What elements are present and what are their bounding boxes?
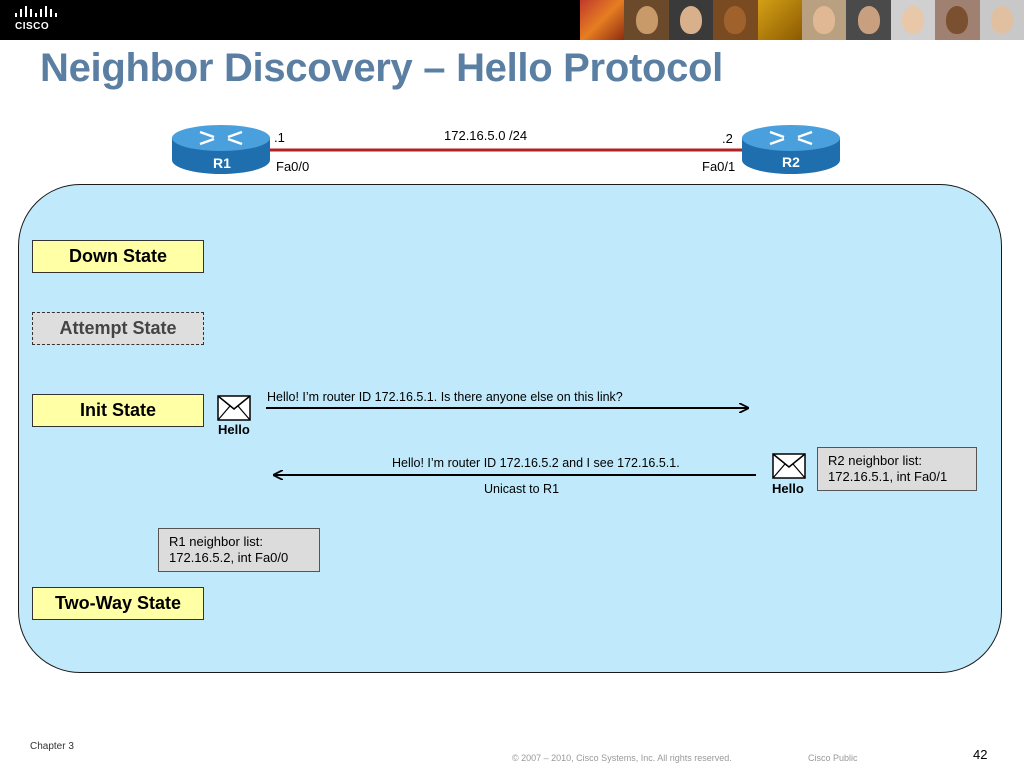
footer-chapter: Chapter 3 bbox=[30, 741, 74, 752]
r2-neighbor-list-entry: 172.16.5.1, int Fa0/1 bbox=[828, 469, 948, 484]
header-bar: CISCO bbox=[0, 0, 1024, 40]
hello-message-r2: Hello! I’m router ID 172.16.5.2 and I se… bbox=[392, 456, 680, 470]
state-attempt: Attempt State bbox=[32, 312, 204, 345]
hello-label-r2: Hello bbox=[772, 481, 804, 496]
photo-tile bbox=[757, 0, 803, 40]
r2-interface: Fa0/1 bbox=[702, 159, 736, 174]
router-r1-label: R1 bbox=[213, 155, 231, 171]
router-r2-icon bbox=[742, 125, 840, 174]
r1-neighbor-list: R1 neighbor list: 172.16.5.2, int Fa0/0 bbox=[158, 528, 320, 572]
envelope-icon bbox=[217, 395, 251, 421]
photo-tile bbox=[580, 0, 625, 40]
envelope-icon bbox=[772, 453, 806, 479]
router-r1-icon bbox=[172, 125, 270, 174]
hello-message-r1: Hello! I’m router ID 172.16.5.1. Is ther… bbox=[267, 390, 623, 404]
r2-neighbor-list-title: R2 neighbor list: bbox=[828, 453, 922, 468]
unicast-label: Unicast to R1 bbox=[484, 482, 560, 496]
logo-text: CISCO bbox=[15, 21, 50, 32]
r2-neighbor-list: R2 neighbor list: 172.16.5.1, int Fa0/1 bbox=[817, 447, 977, 491]
page-number: 42 bbox=[973, 747, 988, 762]
r2-host-address: .2 bbox=[722, 131, 733, 146]
photo-tile bbox=[624, 0, 669, 40]
footer-copyright: © 2007 – 2010, Cisco Systems, Inc. All r… bbox=[512, 753, 732, 763]
router-r2-label: R2 bbox=[782, 154, 800, 170]
state-init: Init State bbox=[32, 394, 204, 427]
page-title: Neighbor Discovery – Hello Protocol bbox=[40, 46, 723, 90]
photo-tile bbox=[668, 0, 714, 40]
hello-label-r1: Hello bbox=[218, 422, 250, 437]
r1-interface: Fa0/0 bbox=[276, 159, 310, 174]
photo-tile bbox=[846, 0, 891, 40]
network-address: 172.16.5.0 /24 bbox=[444, 128, 528, 143]
state-two-way: Two-Way State bbox=[32, 587, 204, 620]
photo-tile bbox=[890, 0, 936, 40]
r1-host-address: .1 bbox=[274, 130, 285, 145]
photo-tile bbox=[802, 0, 847, 40]
footer-classification: Cisco Public bbox=[808, 753, 858, 763]
photo-tile bbox=[979, 0, 1024, 40]
r1-neighbor-list-title: R1 neighbor list: bbox=[169, 534, 263, 549]
photo-tile bbox=[713, 0, 758, 40]
cisco-logo-icon bbox=[15, 6, 57, 17]
photo-tile bbox=[935, 0, 980, 40]
state-down: Down State bbox=[32, 240, 204, 273]
photo-strip bbox=[580, 0, 1024, 40]
r1-neighbor-list-entry: 172.16.5.2, int Fa0/0 bbox=[169, 550, 289, 565]
